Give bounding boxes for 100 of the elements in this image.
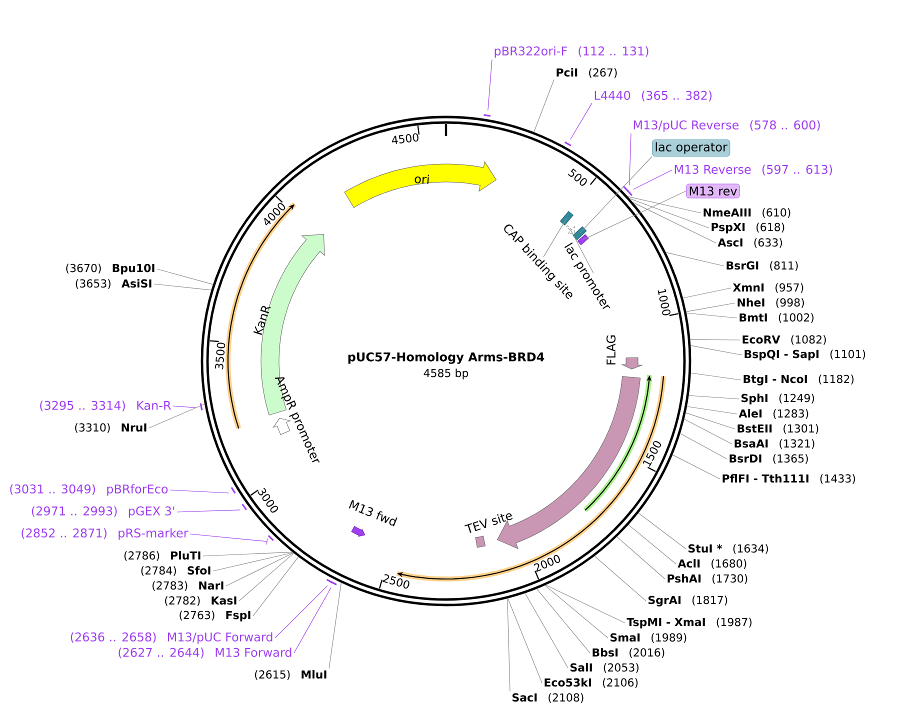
leader-line [176, 510, 240, 512]
leader-line [328, 582, 342, 669]
site-label: SacI (2108) [512, 693, 584, 703]
feature-label: ori [414, 174, 429, 184]
feature-label: M13 fwd [348, 500, 398, 526]
leader-line [686, 312, 738, 318]
leader-line [582, 190, 686, 240]
plasmid-name: pUC57-Homology Arms-BRD4 [348, 352, 544, 364]
promoter-marker [566, 226, 575, 234]
site-label: BbsI (2016) [592, 648, 664, 658]
leader-line [628, 524, 676, 564]
site-label: BspQI - SapI (1101) [744, 350, 866, 360]
site-label: BsrDI (1365) [730, 454, 808, 464]
leader-line [252, 556, 299, 616]
leader-line [294, 587, 332, 654]
leader-line [274, 585, 328, 638]
feature-box [572, 226, 587, 240]
leader-line [524, 592, 568, 668]
feature-box [577, 234, 589, 246]
leader-line [545, 584, 626, 624]
site-label: PshAI (1730) [668, 574, 748, 584]
site-label: NmeAIII (610) [704, 208, 790, 218]
leader-line [508, 598, 542, 684]
site-label: (3653) AsiSI [76, 279, 152, 289]
leader-line [628, 196, 702, 214]
leader-line [170, 490, 230, 494]
feature-tag: M13 rev [686, 184, 740, 198]
leader-line [543, 218, 567, 258]
leader-line [570, 102, 592, 140]
leader-line [172, 406, 197, 408]
site-label: BsaAI (1321) [734, 439, 814, 449]
feature-tag: lac operator [652, 140, 730, 157]
leader-line [690, 372, 742, 380]
primer-label: M13 Reverse (597 .. 613) [674, 164, 832, 176]
leader-line [226, 552, 294, 586]
site-label: NheI (998) [738, 298, 804, 308]
site-label: EcoRV (1082) [742, 335, 826, 345]
plasmid-length: 4585 bp [424, 368, 468, 380]
leader-line [690, 339, 740, 340]
site-label: PflFI - Tth111I (1433) [722, 474, 856, 484]
leader-line [686, 406, 738, 414]
leader-line [238, 552, 294, 602]
primer-label: pBR322ori-F (112 .. 131) [494, 46, 648, 58]
leader-line [632, 202, 716, 244]
site-label: (2783) NarI [152, 581, 224, 591]
site-label: AscI (633) [718, 238, 782, 248]
leader-line [212, 552, 294, 572]
leader-line [536, 588, 590, 654]
tick-label: 1000 [658, 288, 670, 316]
site-label: (3310) NruI [75, 423, 146, 433]
leader-line [154, 284, 212, 290]
leader-line [666, 252, 724, 266]
leader-line [672, 454, 720, 480]
tick-label: 3500 [215, 342, 226, 370]
primer-label: M13/pUC Reverse (578 .. 600) [634, 120, 820, 132]
primer-label: (2627 .. 2644) M13 Forward [118, 648, 292, 658]
site-label: SphI (1249) [742, 394, 814, 404]
site-label: BtgI - NcoI (1182) [744, 374, 854, 386]
site-label: PspXI (618) [712, 222, 784, 234]
site-label: Eco53kI (2106) [544, 678, 638, 688]
site-label: BmtI (1002) [740, 313, 814, 323]
feature-box [560, 211, 574, 226]
leader-line [594, 556, 646, 602]
site-label: StuI * (1634) [688, 544, 768, 554]
primer-label: (3295 .. 3314) Kan-R [40, 400, 171, 412]
feature-label: FLAG [606, 335, 616, 364]
tick-label: 500 [568, 168, 587, 186]
site-label: BsrGI (811) [726, 261, 798, 271]
site-label: (2786) PluTI [124, 551, 200, 561]
leader-line [579, 156, 652, 234]
feature-label: KanR [253, 306, 271, 335]
site-label: BstEII (1301) [738, 424, 818, 434]
site-label: (2763) FspI [180, 610, 250, 622]
leader-line [688, 395, 740, 400]
leader-line [544, 585, 608, 638]
leader-line [507, 598, 510, 692]
primer-label: (3031 .. 3049) pBRforEco [10, 484, 168, 496]
leader-line [686, 302, 736, 312]
site-label: (2782) KasI [165, 596, 236, 606]
tick-label: 4500 [392, 133, 418, 144]
primer-label: (2852 .. 2871) pRS-marker [22, 528, 188, 540]
tick-label: 2000 [534, 554, 560, 572]
leader-line [629, 198, 710, 228]
tick-label: 2500 [382, 574, 410, 589]
leader-line [190, 534, 268, 545]
primer-label: L4440 (365 .. 382) [594, 90, 712, 102]
leader-line [684, 418, 732, 444]
site-label: TspMI - XmaI (1987) [626, 618, 752, 628]
leader-line [616, 536, 666, 580]
site-label: (3670) Bpu10I [66, 264, 154, 274]
leader-line [202, 552, 293, 556]
leader-line [488, 59, 492, 111]
site-label: SmaI (1989) [610, 633, 686, 643]
site-label: SgrAI (1817) [648, 596, 728, 606]
leader-line [570, 229, 594, 274]
leader-line [534, 79, 554, 132]
leader-line [633, 170, 672, 190]
primer-label: (2971 .. 2993) pGEX 3' [32, 506, 174, 518]
tick-label: 1500 [642, 441, 661, 467]
site-label: AleI (1283) [738, 409, 808, 419]
